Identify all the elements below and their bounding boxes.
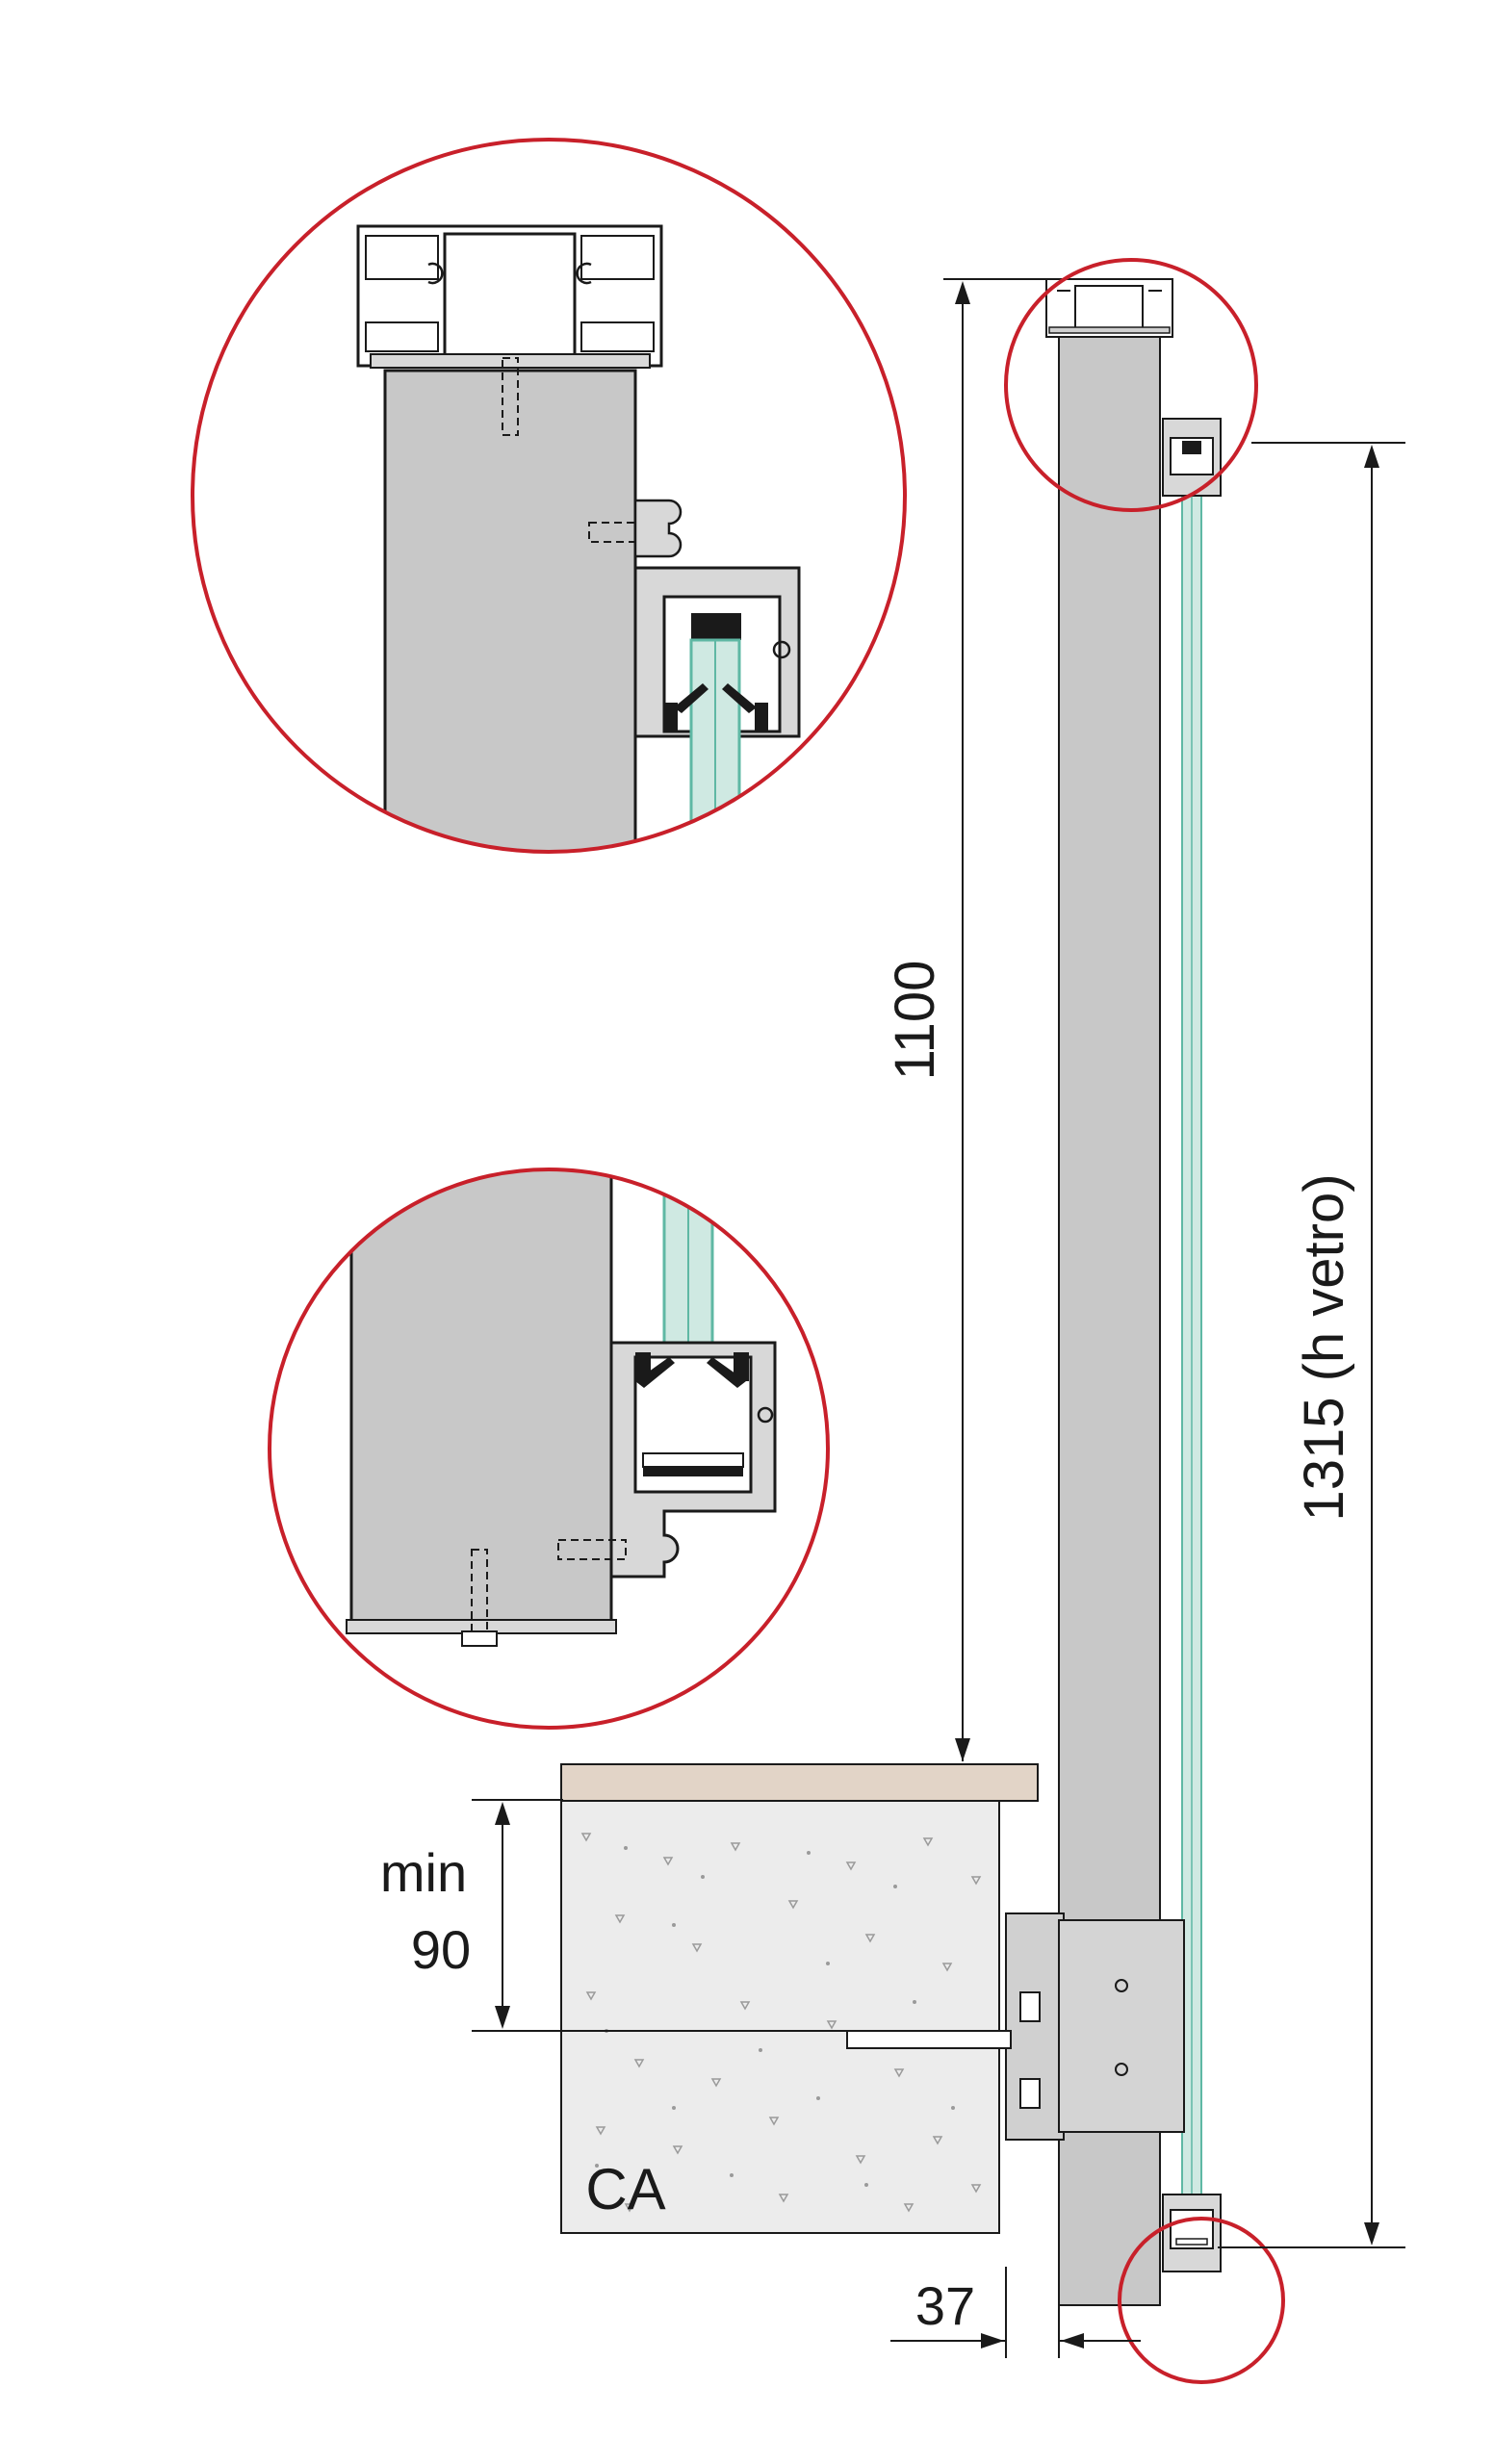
concrete-slab xyxy=(560,1799,1000,2234)
dimension-height-1100 xyxy=(943,278,1049,1761)
bottom-detail-circle xyxy=(268,1168,830,1730)
floor-finish-layer xyxy=(560,1763,1039,1802)
top-detail-marker-circle xyxy=(1004,258,1258,512)
top-detail-circle xyxy=(191,138,907,854)
dimension-37-label: 37 xyxy=(915,2275,975,2336)
top-glass-clamp xyxy=(1162,418,1222,497)
glass-panel xyxy=(1181,442,1202,2205)
bottom-glass-clamp xyxy=(1162,2194,1222,2272)
dimension-min-90 xyxy=(472,1799,847,2032)
bottom-detail-enlarged-view xyxy=(268,1168,830,1730)
concrete-label: CA xyxy=(585,2157,665,2221)
dimension-glass-1315 xyxy=(1218,442,1405,2248)
side-mounting-bracket xyxy=(1005,1912,1185,2141)
dimension-offset-37 xyxy=(890,2267,1141,2358)
top-handrail-profile xyxy=(1045,278,1173,338)
anchor-bolt xyxy=(846,2030,1012,2049)
dimension-1100-label: 1100 xyxy=(884,961,946,1081)
dimension-90-label: 90 xyxy=(411,1919,471,1980)
bottom-detail-marker-circle xyxy=(1118,2217,1285,2384)
dimension-min-label: min xyxy=(380,1842,467,1903)
dimension-1315-label: 1315 (h vetro) xyxy=(1293,1173,1355,1521)
top-detail-enlarged-view xyxy=(191,138,907,854)
